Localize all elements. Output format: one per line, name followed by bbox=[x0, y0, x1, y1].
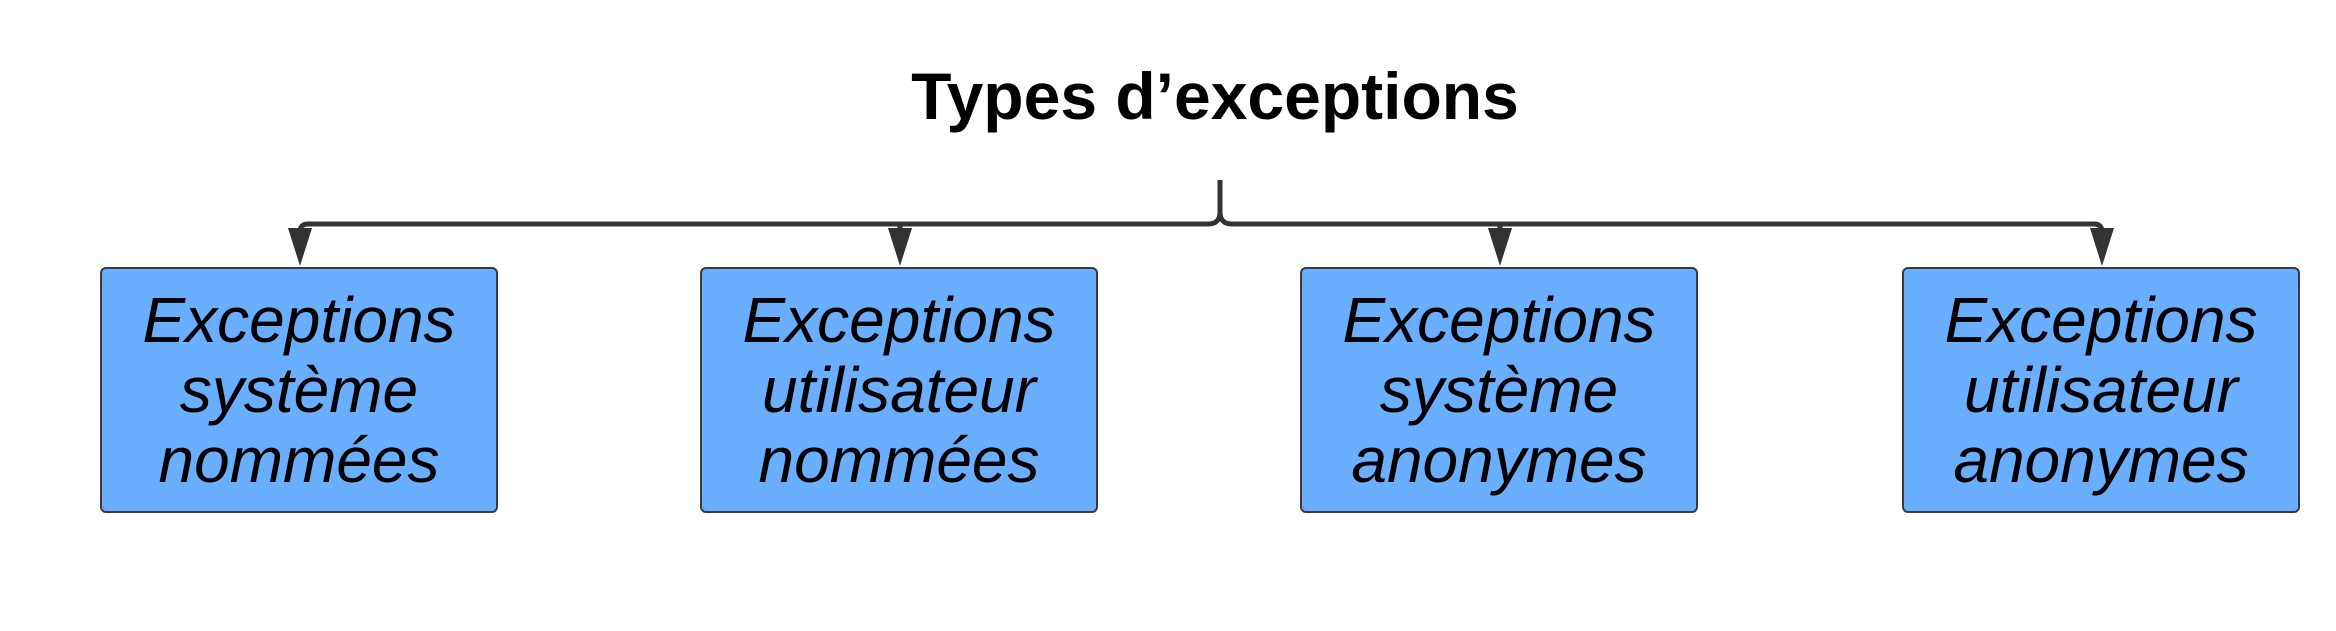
arrowhead-node-3 bbox=[1488, 228, 1512, 266]
horizontal-bus-right bbox=[1232, 221, 2105, 233]
arrowhead-node-2 bbox=[888, 228, 912, 266]
horizontal-bus-left bbox=[297, 221, 1208, 233]
node-label: Exceptions système nommées bbox=[142, 284, 456, 496]
node-label: Exceptions utilisateur nommées bbox=[742, 284, 1056, 496]
root-connector-right bbox=[1217, 211, 1233, 227]
node-anonymous-system-exceptions: Exceptions système anonymes bbox=[1300, 267, 1698, 513]
diagram-title: Types d’exceptions bbox=[911, 59, 1519, 133]
node-named-system-exceptions: Exceptions système nommées bbox=[100, 267, 498, 513]
node-anonymous-user-exceptions: Exceptions utilisateur anonymes bbox=[1902, 267, 2300, 513]
node-label: Exceptions utilisateur anonymes bbox=[1944, 284, 2258, 496]
arrowhead-node-4 bbox=[2090, 228, 2114, 266]
arrowhead-node-1 bbox=[288, 228, 312, 266]
node-named-user-exceptions: Exceptions utilisateur nommées bbox=[700, 267, 1098, 513]
node-label: Exceptions système anonymes bbox=[1342, 284, 1656, 496]
